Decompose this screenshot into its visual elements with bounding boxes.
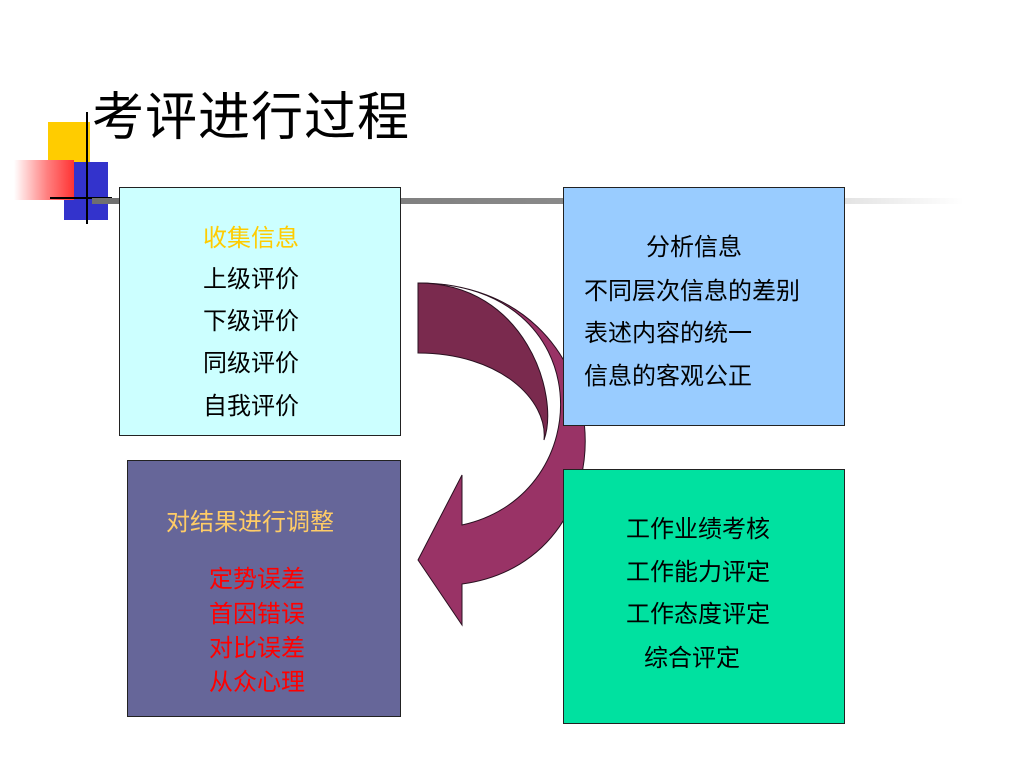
- evaluate-item: 工作能力评定: [626, 558, 770, 586]
- collect-item: 下级评价: [203, 307, 299, 335]
- colored-squares-decoration-icon: [0, 0, 130, 240]
- evaluate-box: 工作业绩考核 工作能力评定 工作态度评定 综合评定: [563, 469, 845, 724]
- adjust-results-box: 对结果进行调整 定势误差 首因错误 对比误差 从众心理: [127, 460, 401, 717]
- collect-heading: 收集信息: [203, 224, 299, 252]
- title-underline: [92, 198, 964, 204]
- adjust-item: 从众心理: [209, 668, 305, 696]
- collect-item: 同级评价: [203, 349, 299, 377]
- evaluate-item: 工作态度评定: [626, 600, 770, 628]
- analyze-item: 信息的客观公正: [584, 362, 752, 390]
- page-title: 考评进行过程: [92, 88, 411, 148]
- evaluate-item: 综合评定: [644, 644, 740, 672]
- adjust-item: 首因错误: [209, 600, 305, 628]
- evaluate-item: 工作业绩考核: [626, 515, 770, 543]
- adjust-item: 定势误差: [209, 565, 305, 593]
- collect-item: 自我评价: [203, 392, 299, 420]
- analyze-item: 表述内容的统一: [584, 319, 752, 347]
- analyze-item: 不同层次信息的差别: [584, 277, 800, 305]
- collect-item: 上级评价: [203, 265, 299, 293]
- analyze-heading: 分析信息: [646, 233, 742, 261]
- collect-info-box: 收集信息 上级评价 下级评价 同级评价 自我评价: [119, 187, 401, 436]
- analyze-info-box: 分析信息 不同层次信息的差别 表述内容的统一 信息的客观公正: [563, 187, 845, 426]
- adjust-item: 对比误差: [209, 634, 305, 662]
- adjust-heading: 对结果进行调整: [166, 508, 334, 536]
